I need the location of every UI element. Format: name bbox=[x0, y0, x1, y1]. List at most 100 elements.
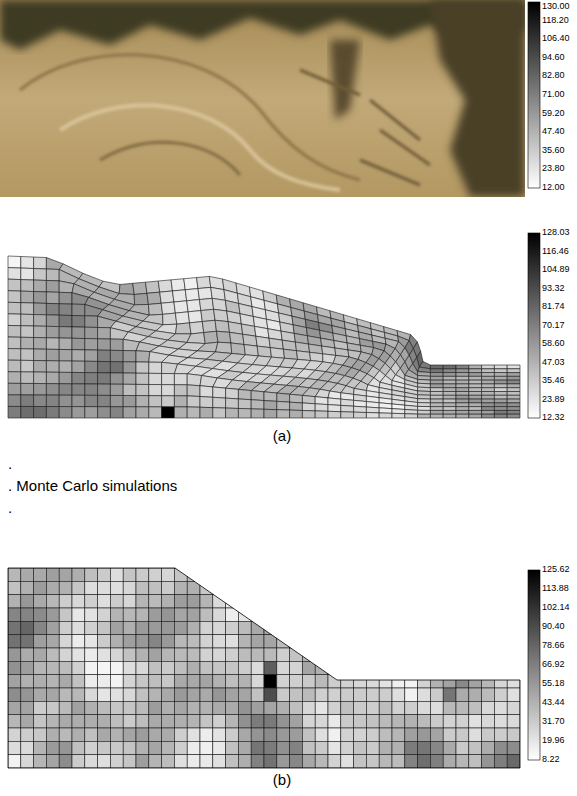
mesh-cell bbox=[392, 568, 405, 581]
mesh-cell bbox=[494, 581, 507, 594]
mesh-cell bbox=[34, 595, 47, 608]
mesh-cell bbox=[482, 380, 495, 384]
mesh-cell bbox=[251, 715, 264, 728]
mesh-cell bbox=[354, 755, 367, 768]
mesh-cell bbox=[507, 635, 520, 648]
mesh-cell bbox=[430, 392, 443, 396]
colorbar-value: 116.46 bbox=[542, 246, 569, 256]
mesh-cell bbox=[482, 365, 495, 369]
mesh-cell bbox=[136, 715, 149, 728]
mesh-cell bbox=[354, 728, 367, 741]
mesh-cell bbox=[302, 648, 315, 661]
mesh-cell bbox=[72, 688, 85, 701]
mesh-cell bbox=[174, 621, 187, 634]
mesh-cell bbox=[405, 755, 418, 768]
mesh-cell bbox=[85, 635, 98, 648]
mesh-cell bbox=[85, 741, 98, 754]
mesh-cell bbox=[507, 373, 520, 377]
mesh-cell bbox=[162, 608, 175, 621]
mesh-cell bbox=[392, 635, 405, 648]
mesh-cell bbox=[226, 755, 239, 768]
mesh-cell bbox=[354, 688, 367, 701]
mesh-cell bbox=[162, 635, 175, 648]
mesh-cell bbox=[123, 688, 136, 701]
mesh-cell bbox=[213, 661, 226, 674]
mesh-cell bbox=[8, 741, 21, 754]
mesh-cell bbox=[46, 648, 59, 661]
mesh-cell bbox=[328, 661, 341, 674]
mesh-cell bbox=[226, 675, 239, 688]
mesh-cell bbox=[264, 755, 277, 768]
slope-outline bbox=[8, 568, 520, 768]
mesh-cell bbox=[507, 675, 520, 688]
mesh-cell bbox=[469, 392, 482, 396]
mesh-cell bbox=[354, 412, 367, 418]
mesh-cell bbox=[200, 621, 213, 634]
mesh-cell bbox=[302, 715, 315, 728]
mesh-cell bbox=[418, 406, 431, 410]
mesh-cell bbox=[174, 581, 187, 594]
mesh-cell bbox=[46, 675, 59, 688]
mesh-cell bbox=[507, 414, 520, 418]
mesh-cell bbox=[443, 568, 456, 581]
mesh-cell bbox=[110, 635, 123, 648]
mesh-cell bbox=[507, 595, 520, 608]
mesh-cell bbox=[341, 741, 354, 754]
mesh-cell bbox=[59, 581, 72, 594]
mesh-cell bbox=[238, 399, 251, 409]
mesh-cell bbox=[98, 395, 111, 406]
mesh-cell bbox=[98, 608, 111, 621]
mesh-cell bbox=[456, 608, 469, 621]
mesh-cell bbox=[456, 392, 469, 396]
mesh-cell bbox=[72, 661, 85, 674]
mesh-cell bbox=[21, 621, 34, 634]
mesh-cell bbox=[98, 701, 111, 714]
mesh-cell bbox=[72, 316, 85, 328]
mesh-cell bbox=[226, 568, 239, 581]
colorbar-value: 113.88 bbox=[542, 583, 569, 593]
mesh-cell bbox=[290, 568, 303, 581]
mesh-cell bbox=[8, 595, 21, 608]
colorbar-value: 35.60 bbox=[542, 145, 565, 155]
deformed-mesh bbox=[8, 256, 520, 418]
mesh-cell bbox=[123, 396, 136, 407]
mesh-cell bbox=[354, 715, 367, 728]
mesh-cell bbox=[21, 648, 34, 661]
mesh-cell bbox=[264, 728, 277, 741]
mesh-cell bbox=[494, 568, 507, 581]
mesh-cell bbox=[34, 701, 47, 714]
mesh-cell bbox=[226, 635, 239, 648]
mesh-cell bbox=[149, 407, 162, 418]
mesh-cell bbox=[110, 728, 123, 741]
mesh-cell bbox=[174, 595, 187, 608]
mesh-cell bbox=[85, 715, 98, 728]
mesh-cell bbox=[443, 376, 456, 380]
mesh-cell bbox=[34, 338, 47, 350]
mesh-cell bbox=[8, 406, 21, 418]
mesh-cell bbox=[110, 350, 123, 361]
mesh-cell bbox=[354, 406, 367, 412]
mesh-cell bbox=[226, 728, 239, 741]
mesh-cell bbox=[72, 407, 85, 418]
mesh-cell bbox=[187, 728, 200, 741]
mesh-cell bbox=[507, 715, 520, 728]
mesh-cell bbox=[469, 384, 482, 388]
mesh-cell bbox=[8, 314, 21, 326]
colorbar-value: 81.74 bbox=[542, 301, 565, 311]
mesh-cell bbox=[243, 334, 257, 346]
mesh-cell bbox=[507, 728, 520, 741]
mesh-cell bbox=[277, 675, 290, 688]
mesh-cell bbox=[456, 365, 469, 369]
mesh-cell bbox=[72, 304, 85, 316]
mesh-cell bbox=[379, 608, 392, 621]
mesh-cell bbox=[149, 362, 162, 373]
mesh-cell bbox=[264, 568, 277, 581]
mesh-cell bbox=[341, 621, 354, 634]
mesh-cell bbox=[85, 648, 98, 661]
mesh-cell bbox=[456, 661, 469, 674]
mesh-cell bbox=[494, 410, 507, 414]
mesh-cell bbox=[315, 688, 328, 701]
mesh-cell bbox=[238, 568, 251, 581]
mesh-cell bbox=[354, 675, 367, 688]
mesh-cell bbox=[290, 755, 303, 768]
